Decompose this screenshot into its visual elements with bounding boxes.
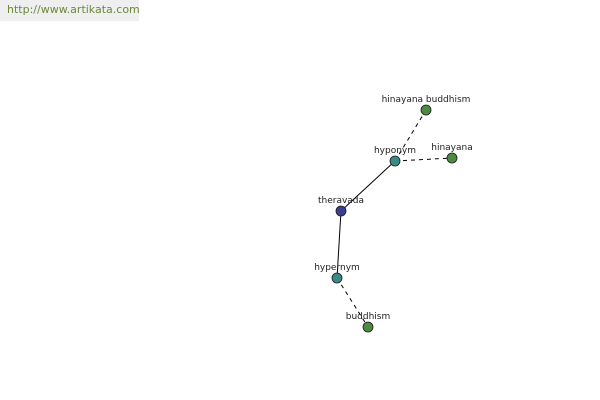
node-circle-hyponym[interactable] [389,155,401,167]
node-circle-hypernym[interactable] [331,272,343,284]
edge-hypernym-buddhism [336,277,369,328]
site-url-link[interactable]: http://www.artikata.com [7,3,140,16]
node-hypernym[interactable]: hypernym [314,263,360,284]
node-hyponym[interactable]: hyponym [374,146,416,167]
node-theravada[interactable]: theravada [318,196,364,217]
node-circle-hinayana-buddhism[interactable] [420,104,432,116]
node-hinayana[interactable]: hinayana [431,143,473,164]
graph-edges [336,109,453,328]
node-label-hypernym: hypernym [314,263,360,273]
node-label-theravada: theravada [318,196,364,206]
node-label-buddhism: buddhism [346,312,391,322]
node-circle-buddhism[interactable] [362,321,374,333]
edge-theravada-hyponym [340,160,396,212]
node-hinayana-buddhism[interactable]: hinayana buddhism [382,95,471,116]
edge-theravada-hypernym [336,210,342,279]
node-circle-theravada[interactable] [335,205,347,217]
node-label-hinayana: hinayana [431,143,472,153]
edge-hyponym-hinayana [394,157,453,162]
node-label-hyponym: hyponym [374,146,416,156]
graph-nodes: theravada hyponym hypernym hinayana buddhis… [314,95,473,333]
site-banner: http://www.artikata.com [0,0,140,21]
node-label-hinayana-buddhism: hinayana buddhism [382,95,471,105]
edge-hyponym-hinayana_buddhism [394,109,427,162]
node-buddhism[interactable]: buddhism [346,312,391,333]
node-circle-hinayana[interactable] [446,152,458,164]
